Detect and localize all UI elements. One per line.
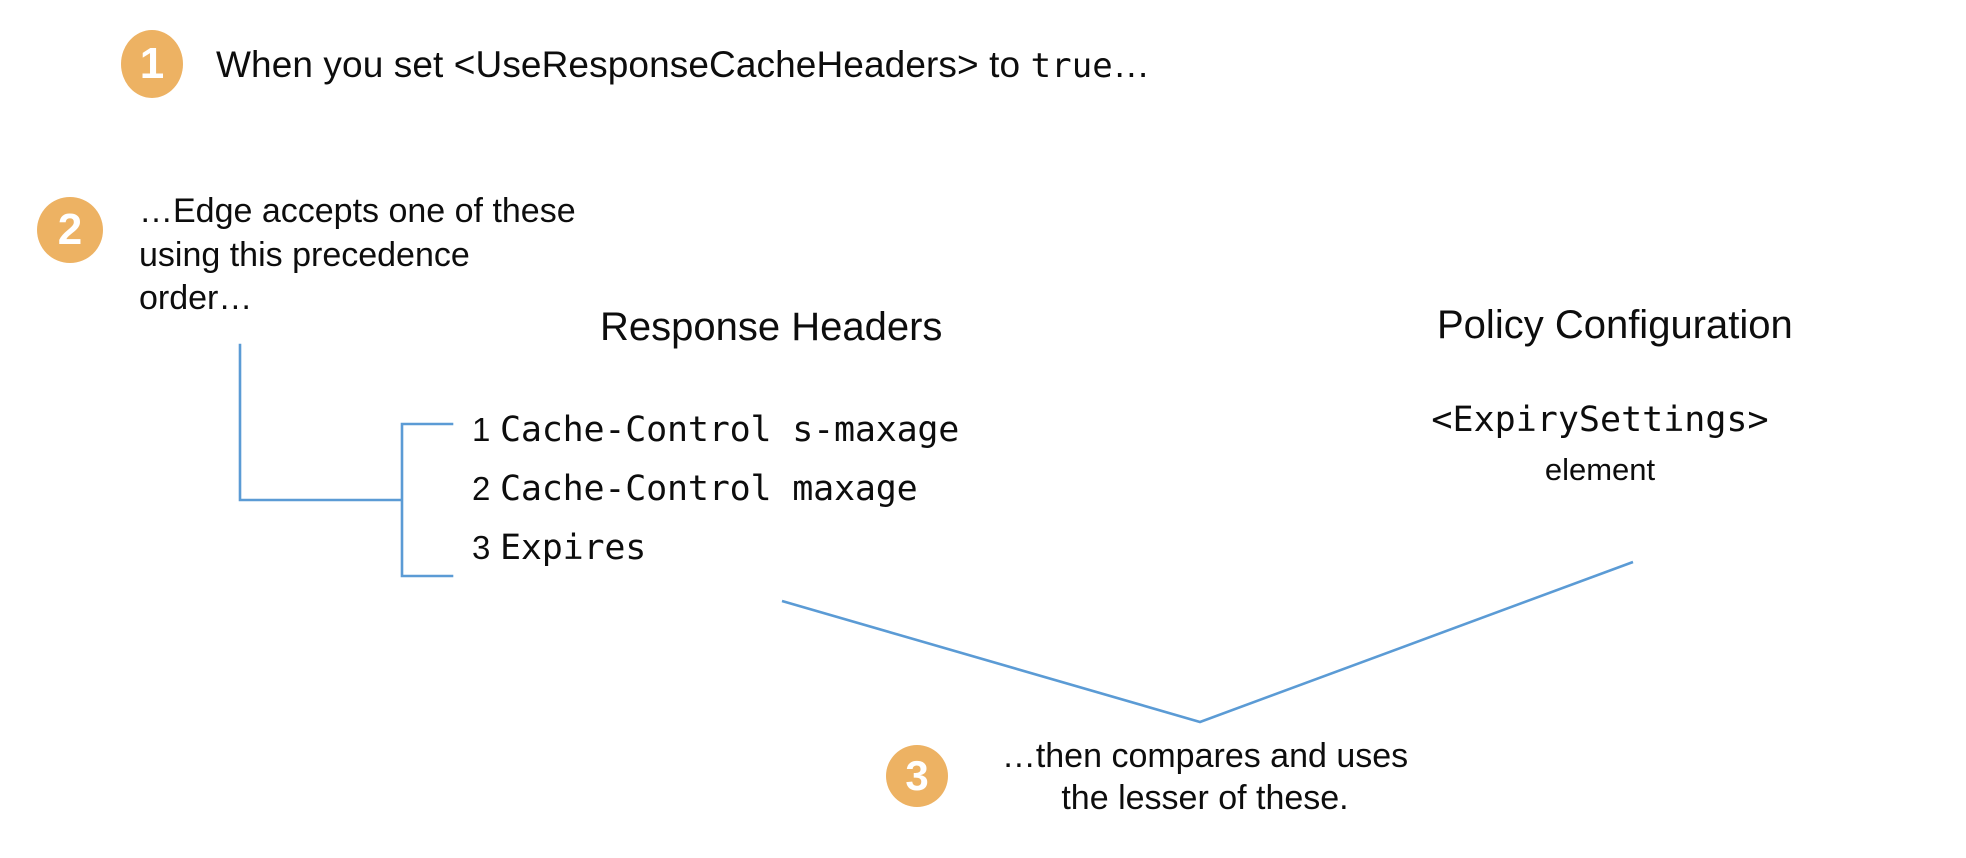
- step-2-badge: 2: [37, 197, 103, 263]
- response-headers-list: 1 Cache-Control s-maxage 2 Cache-Control…: [472, 410, 959, 587]
- list-item: 3 Expires: [472, 528, 959, 587]
- list-item-number: 1: [472, 411, 491, 448]
- step-1-text-tail: …: [1112, 44, 1150, 85]
- response-headers-heading: Response Headers: [600, 305, 943, 349]
- list-item: 1 Cache-Control s-maxage: [472, 410, 959, 469]
- list-item-label: Cache-Control maxage: [500, 469, 918, 509]
- expiry-settings-element-word: element: [1544, 452, 1656, 487]
- step-3-badge: 3: [886, 745, 948, 807]
- policy-configuration-heading: Policy Configuration: [1437, 303, 1793, 347]
- list-item-number: 3: [472, 529, 491, 566]
- step-3-text: …then compares and uses the lesser of th…: [965, 735, 1445, 819]
- step-2-text-line-3: order…: [139, 279, 253, 318]
- step-1-text-lead: When you set <UseResponseCacheHeaders> t…: [216, 44, 1031, 85]
- list-item-number: 2: [472, 470, 491, 507]
- list-item-label: Cache-Control s-maxage: [500, 410, 960, 450]
- step-1-badge: 1: [121, 30, 183, 98]
- list-item: 2 Cache-Control maxage: [472, 469, 959, 528]
- step-3-text-line-1: …then compares and uses: [1001, 737, 1409, 775]
- step-2-text-line-1: …Edge accepts one of these: [139, 192, 576, 230]
- step2-elbow-connector: [238, 343, 402, 502]
- step-1-text: When you set <UseResponseCacheHeaders> t…: [216, 44, 1150, 86]
- list-bracket: [400, 422, 454, 578]
- step-1-text-mono: true: [1030, 46, 1113, 86]
- list-item-label: Expires: [500, 528, 647, 568]
- policy-configuration-element: <ExpirySettings> element: [1390, 400, 1810, 488]
- expiry-settings-tag: <ExpirySettings>: [1431, 400, 1769, 440]
- step-2-text-line-2: using this precedence: [139, 235, 470, 274]
- step-2-text: …Edge accepts one of these using this pr…: [139, 190, 659, 321]
- step-3-text-line-2: the lesser of these.: [1061, 779, 1349, 818]
